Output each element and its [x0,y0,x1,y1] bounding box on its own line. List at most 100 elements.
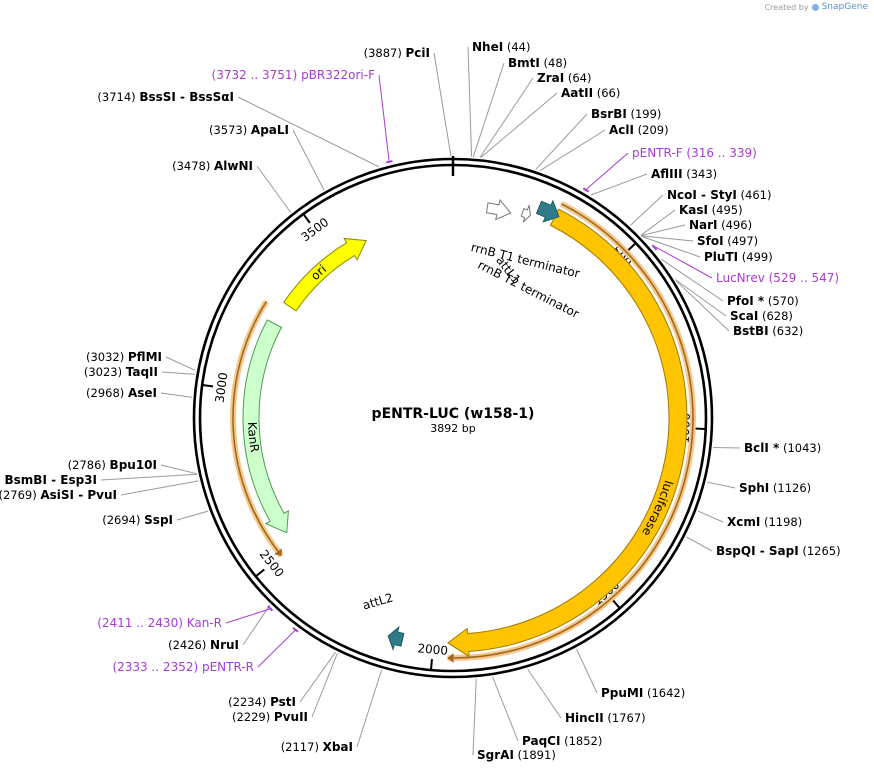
site-label: AflIII (343) [651,167,717,181]
primer-lucnrev[interactable]: LucNrev (529 .. 547) [651,244,839,285]
site-leader-line [160,392,192,398]
primer-leader-line [257,630,296,668]
enzyme-name: AsiSI [40,488,74,502]
enzyme-name: PflMI [128,350,162,364]
site-label: AatII (66) [561,86,620,100]
site-nari[interactable]: NarI (496) [640,218,752,237]
primer-name: LucNrev [716,271,765,285]
enzyme-position: (570) [764,294,799,308]
site-pflmi[interactable]: (3032) PflMI [86,350,196,371]
site-label: (2769) AsiSI - PvuI [0,488,117,502]
site-xcmi[interactable]: XcmI (1198) [697,510,802,529]
tick-mark [430,658,433,670]
primer-label: (2333 .. 2352) pENTR-R [112,660,254,674]
enzyme-name: PluTI [704,250,738,264]
feature-ori[interactable] [282,237,367,312]
site-ncoi[interactable]: NcoI - StyI (461) [630,188,772,226]
site-nhei[interactable]: NheI (44) [467,40,530,157]
primer-bind-marker [582,187,590,193]
enzyme-name: AlwNI [214,159,253,173]
primer-pentr-r[interactable]: (2333 .. 2352) pENTR-R [112,627,299,674]
primer-pentr-f[interactable]: pENTR-F (316 .. 339) [582,146,757,193]
site-label: XcmI (1198) [727,515,802,529]
enzyme-name: BsmBI [5,473,47,487]
enzyme-position: (2694) [102,513,144,527]
site-zrai[interactable]: ZraI (64) [479,71,591,158]
site-scai[interactable]: ScaI (628) [675,279,793,323]
feature-luciferase[interactable] [447,208,688,658]
primer-pbr322ori-f[interactable]: (3732 .. 3751) pBR322ori-F [212,68,393,164]
enzyme-name: SfoI [697,234,724,248]
site-label: (2117) XbaI [281,740,353,754]
site-xbai[interactable]: (2117) XbaI [281,669,383,754]
site-label: BspQI - SapI (1265) [716,544,841,558]
site-sphi[interactable]: SphI (1126) [706,481,811,495]
enzyme-position: (628) [758,309,793,323]
site-pvuii[interactable]: (2229) PvuII [232,652,338,724]
feature-rrnb-t1-terminator[interactable] [485,198,512,221]
site-bsssi[interactable]: (3714) BssSI - BssSαI [97,90,379,168]
site-leader-line [640,209,676,236]
site-apali[interactable]: (3573) ApaLI [209,123,325,191]
site-pluti[interactable]: PluTI (499) [641,236,773,264]
site-label: (2786) Bpu10I [68,458,157,472]
enzyme-position: (461) [737,188,772,202]
site-acli[interactable]: AclI (209) [539,123,669,172]
site-nrui[interactable]: (2426) NruI [168,604,271,652]
plasmid-name: pENTR-LUC (w158-1) [372,406,535,422]
site-label: SgrAI (1891) [477,748,556,762]
feature-attl1[interactable] [535,199,560,223]
site-sspi[interactable]: (2694) SspI [102,510,209,527]
enzyme-separator: - [697,188,710,202]
feature-kanr[interactable] [242,319,289,534]
site-paqci[interactable]: PaqCI (1852) [492,676,603,748]
enzyme-name: PciI [406,46,431,60]
primer-kan-r[interactable]: (2411 .. 2430) Kan-R [97,605,274,630]
primer-label: LucNrev (529 .. 547) [716,271,839,285]
site-bstbi[interactable]: BstBI (632) [675,280,803,338]
site-bsrbi[interactable]: BsrBI (199) [535,107,662,170]
site-label: (3573) ApaLI [209,123,289,137]
enzyme-position: (1198) [760,515,802,529]
site-leader-line [641,236,701,258]
site-aatii[interactable]: AatII (66) [480,86,620,158]
site-bcli[interactable]: BclI * (1043) [713,441,821,455]
site-taqii[interactable]: (3023) TaqII [84,365,195,379]
site-label: KasI (495) [679,203,743,217]
tick-mark [203,384,214,388]
site-sfoi[interactable]: SfoI (497) [641,234,758,248]
site-pcii[interactable]: (3887) PciI [364,46,452,157]
site-bsmbi[interactable]: (2785) BsmBI - Esp3I [0,473,198,487]
site-label: (3032) PflMI [86,350,162,364]
site-ppumi[interactable]: PpuMI (1642) [576,648,685,700]
primer-label: pENTR-F (316 .. 339) [632,146,757,160]
primer-bind-marker [385,160,393,164]
site-psti[interactable]: (2234) PstI [228,651,336,709]
site-asei[interactable]: (2968) AseI [86,386,192,400]
site-asisi[interactable]: (2769) AsiSI - PvuI [0,480,199,502]
site-leader-line [472,678,477,756]
enzyme-position: (1642) [643,686,685,700]
site-bspqi[interactable]: BspQI - SapI (1265) [686,536,841,558]
tick-label: 2000 [417,641,449,658]
site-sgrai[interactable]: SgrAI (1891) [472,678,556,762]
site-bmti[interactable]: BmtI (48) [472,56,567,157]
site-hincii[interactable]: HincII (1767) [527,668,646,725]
snapgene-credit: Created by SnapGene [765,2,868,12]
tick-mark [611,599,620,609]
site-kasi[interactable]: KasI (495) [640,203,743,236]
feature-rrnb-t2-terminator[interactable] [520,205,531,223]
enzyme-position: (199) [627,107,662,121]
site-label: ScaI (628) [730,309,793,323]
feature-label-attl2: attL2 [361,590,395,612]
feature-attl2[interactable] [387,625,405,652]
site-alwni[interactable]: (3478) AlwNI [172,159,292,213]
site-bpu10i[interactable]: (2786) Bpu10I [68,458,198,475]
site-label: BmtI (48) [508,56,567,70]
enzyme-name: SspI [144,513,173,527]
site-afliii[interactable]: AflIII (343) [590,167,717,196]
enzyme-separator: - [756,544,769,558]
site-pfoi[interactable]: PfoI * (570) [661,258,799,308]
site-leader-line [675,279,727,317]
